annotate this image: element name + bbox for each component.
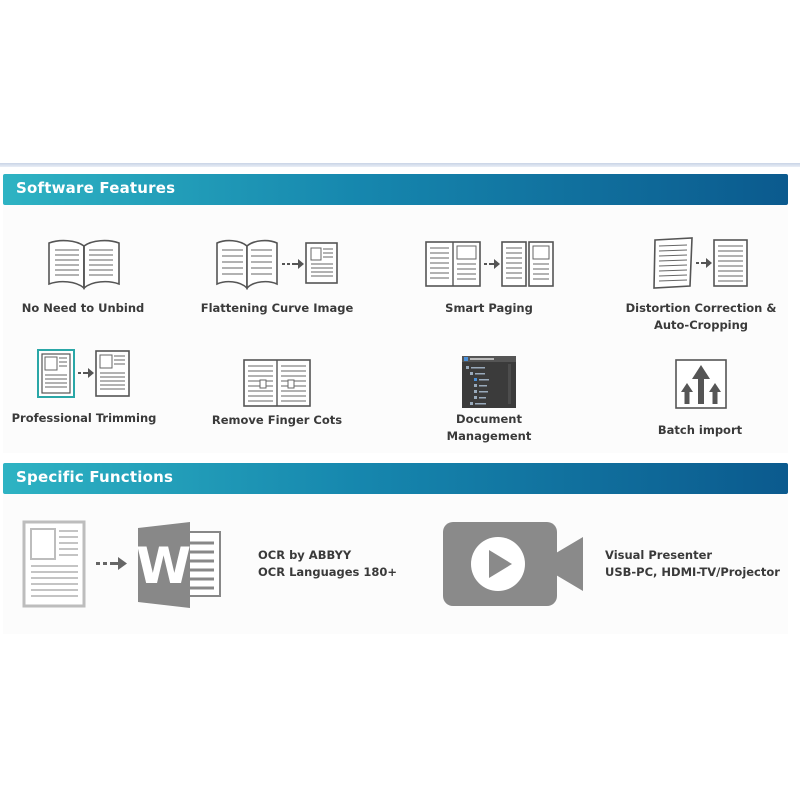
feature-label-line1: Document <box>456 412 522 426</box>
feature-label: Remove Finger Cots <box>211 413 343 427</box>
feature-distortion-correction: Distortion Correction & Auto-Cropping <box>620 300 782 334</box>
double-page-split-icon <box>425 241 554 287</box>
finger-removal-icon <box>243 359 311 407</box>
ocr-line1: OCR by ABBYY <box>258 548 352 562</box>
page-trim-icon <box>37 349 130 398</box>
video-camera-icon <box>443 522 583 606</box>
software-features-title: Software Features <box>16 179 176 197</box>
feature-no-need-to-unbind: No Need to Unbind <box>10 300 156 317</box>
feature-label-line2: Auto-Cropping <box>653 318 749 332</box>
specific-functions-title: Specific Functions <box>16 468 174 486</box>
feature-flattening-curve-image: Flattening Curve Image <box>196 300 358 317</box>
feature-label: No Need to Unbind <box>21 301 145 315</box>
file-tree-window-icon <box>462 356 516 408</box>
feature-professional-trimming: Professional Trimming <box>6 410 162 427</box>
software-features-banner: Software Features <box>3 174 788 205</box>
word-letter: W <box>136 537 192 595</box>
specific-functions-banner: Specific Functions <box>3 463 788 494</box>
feature-label-line1: Distortion Correction & <box>625 301 777 315</box>
feature-label: Smart Paging <box>445 301 533 315</box>
feature-label: Flattening Curve Image <box>200 301 354 315</box>
feature-document-management: Document Management <box>418 411 560 445</box>
presenter-line1: Visual Presenter <box>605 548 713 562</box>
feature-label: Professional Trimming <box>11 411 157 425</box>
ocr-line2: OCR Languages 180+ <box>258 565 398 579</box>
feature-batch-import: Batch import <box>630 422 770 439</box>
top-divider <box>0 163 800 167</box>
open-book-icon <box>48 239 120 290</box>
feature-label-line2: Management <box>446 429 532 443</box>
specific-functions-panel <box>3 494 788 634</box>
upload-arrows-icon <box>675 359 727 409</box>
ocr-conversion-icon <box>22 520 221 608</box>
feature-smart-paging: Smart Paging <box>414 300 564 317</box>
feature-label: Batch import <box>657 423 743 437</box>
feature-remove-finger-cots: Remove Finger Cots <box>200 412 354 429</box>
skewed-page-correction-icon <box>653 237 748 289</box>
presenter-line2: USB-PC, HDMI-TV/Projector <box>605 565 780 579</box>
curved-book-to-flat-page-icon <box>216 239 338 290</box>
